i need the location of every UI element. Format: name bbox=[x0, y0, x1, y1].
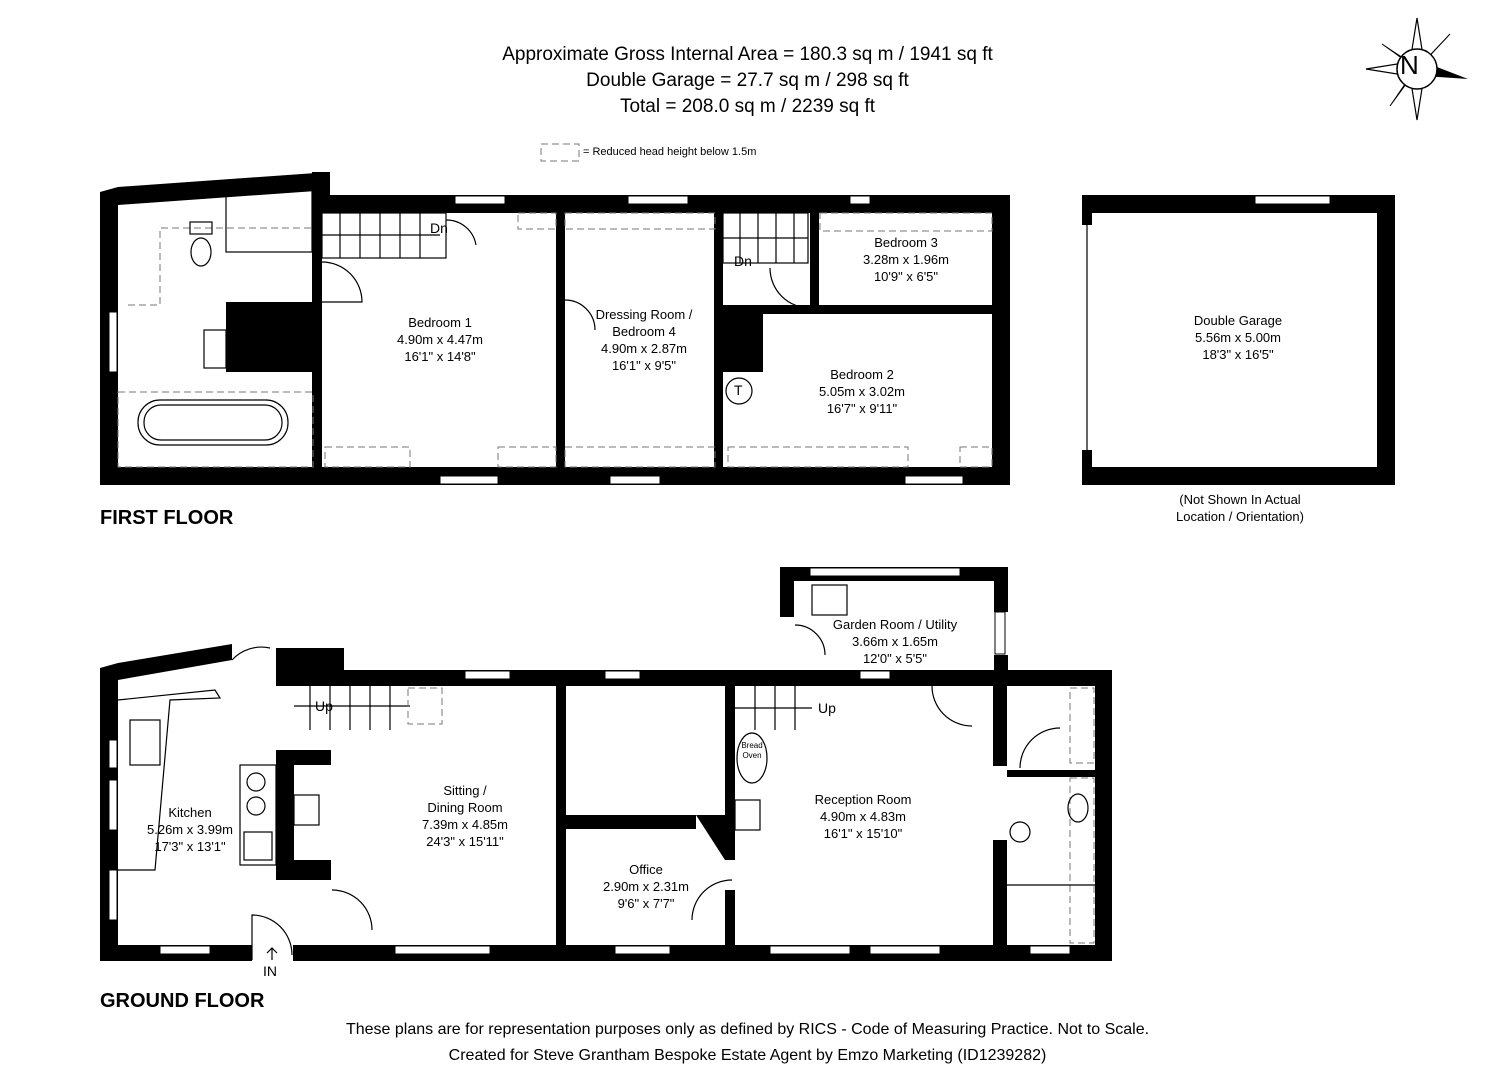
room-metric: 2.90m x 2.31m bbox=[603, 879, 689, 894]
utility-sink-icon bbox=[811, 584, 848, 616]
room-imperial: 18'3" x 16'5" bbox=[1202, 347, 1274, 362]
room-imperial: 9'6" x 7'7" bbox=[617, 896, 675, 911]
room-kitchen: Kitchen 5.26m x 3.99m 17'3" x 13'1" bbox=[120, 804, 260, 855]
first-floor-reduced-height bbox=[117, 212, 993, 468]
room-metric: 4.90m x 4.47m bbox=[397, 332, 483, 347]
first-floor-walls bbox=[100, 172, 1010, 485]
room-metric: 7.39m x 4.85m bbox=[422, 817, 508, 832]
garage-note-line2: Location / Orientation) bbox=[1176, 509, 1304, 524]
room-garage: Double Garage 5.56m x 5.00m 18'3" x 16'5… bbox=[1168, 312, 1308, 363]
room-office: Office 2.90m x 2.31m 9'6" x 7'7" bbox=[576, 861, 716, 912]
room-name: Kitchen bbox=[168, 805, 212, 820]
room-name-2: Dining Room bbox=[427, 800, 503, 815]
room-name: Office bbox=[629, 862, 663, 877]
shower-room-fittings bbox=[1007, 687, 1095, 944]
room-name: Sitting / bbox=[443, 783, 487, 798]
basin-icon bbox=[203, 329, 227, 369]
room-sitting: Sitting / Dining Room 7.39m x 4.85m 24'3… bbox=[395, 782, 535, 850]
hob-ring-icon bbox=[246, 796, 266, 816]
garage-area-text: Double Garage = 27.7 sq m / 298 sq ft bbox=[586, 70, 909, 91]
north-arrow-icon bbox=[1365, 17, 1468, 121]
basin-icon bbox=[1009, 821, 1031, 843]
room-imperial: 12'0" x 5'5" bbox=[862, 651, 928, 666]
room-imperial: 16'1" x 15'10" bbox=[823, 826, 903, 841]
room-bedroom3: Bedroom 3 3.28m x 1.96m 10'9" x 6'5" bbox=[836, 234, 976, 285]
total-area-text: Total = 208.0 sq m / 2239 sq ft bbox=[619, 96, 876, 117]
stairs-ground-left bbox=[294, 686, 443, 730]
room-bedroom1: Bedroom 1 4.90m x 4.47m 16'1" x 14'8" bbox=[370, 314, 510, 365]
kitchen-units bbox=[117, 584, 848, 871]
room-imperial: 24'3" x 15'11" bbox=[426, 834, 504, 849]
stairs-up-label-2: Up bbox=[818, 700, 836, 716]
garage-note: (Not Shown In Actual Location / Orientat… bbox=[1150, 491, 1330, 525]
room-metric: 5.05m x 3.02m bbox=[819, 384, 905, 399]
room-name: Dressing Room / bbox=[595, 307, 693, 322]
room-name-2: Bedroom 4 bbox=[612, 324, 676, 339]
room-reception: Reception Room 4.90m x 4.83m 16'1" x 15'… bbox=[793, 791, 933, 842]
disclaimer-text: These plans are for representation purpo… bbox=[345, 1021, 1150, 1038]
ground-floor-windows bbox=[108, 567, 1071, 955]
room-imperial: 17'3" x 13'1" bbox=[154, 839, 226, 854]
ground-floor-label: GROUND FLOOR bbox=[100, 990, 265, 1012]
room-imperial: 10'9" x 6'5" bbox=[873, 269, 939, 284]
fireplace-icon bbox=[734, 799, 761, 831]
room-imperial: 16'1" x 9'5" bbox=[611, 358, 677, 373]
legend-text: = Reduced head height below 1.5m bbox=[583, 146, 757, 158]
ground-floor-doors bbox=[231, 624, 1061, 960]
entrance-arrow-icon bbox=[266, 947, 278, 960]
cooker-icon bbox=[243, 831, 273, 861]
bath-icon bbox=[137, 399, 289, 446]
bread-oven-icon bbox=[736, 732, 768, 784]
room-name: Reception Room bbox=[814, 792, 912, 807]
room-metric: 3.28m x 1.96m bbox=[863, 252, 949, 267]
room-name: Bedroom 3 bbox=[874, 235, 938, 250]
room-dressing: Dressing Room / Bedroom 4 4.90m x 2.87m … bbox=[574, 306, 714, 374]
toilet-icon bbox=[189, 221, 213, 267]
first-floor-doors bbox=[321, 219, 811, 331]
garage-note-line1: (Not Shown In Actual bbox=[1179, 492, 1301, 507]
stairs-up-label: Up bbox=[315, 698, 333, 714]
room-metric: 5.26m x 3.99m bbox=[147, 822, 233, 837]
gross-area-text: Approximate Gross Internal Area = 180.3 … bbox=[502, 44, 993, 65]
stairs-down-label-2: Dn bbox=[734, 253, 752, 269]
room-metric: 4.90m x 2.87m bbox=[601, 341, 687, 356]
stairs-first-floor-left bbox=[322, 213, 440, 258]
room-garden: Garden Room / Utility 3.66m x 1.65m 12'0… bbox=[810, 616, 980, 667]
stairs-down-label: Dn bbox=[430, 220, 448, 236]
entrance-label: IN bbox=[263, 963, 277, 979]
garage-walls bbox=[1082, 195, 1395, 485]
compass-label: N bbox=[1400, 50, 1419, 80]
stairs-first-floor-right bbox=[723, 213, 808, 263]
room-metric: 5.56m x 5.00m bbox=[1195, 330, 1281, 345]
room-name: Garden Room / Utility bbox=[832, 617, 958, 632]
tank-icon bbox=[725, 377, 753, 405]
hob-ring-icon bbox=[246, 772, 266, 792]
tank-label: T bbox=[734, 382, 743, 398]
first-floor-label: FIRST FLOOR bbox=[100, 507, 234, 529]
room-name: Double Garage bbox=[1193, 313, 1283, 328]
sink-icon bbox=[129, 719, 161, 766]
room-imperial: 16'1" x 14'8" bbox=[404, 349, 476, 364]
room-metric: 3.66m x 1.65m bbox=[852, 634, 938, 649]
room-name: Bedroom 2 bbox=[830, 367, 894, 382]
toilet-icon bbox=[1067, 793, 1089, 823]
room-imperial: 16'7" x 9'11" bbox=[826, 401, 898, 416]
room-name: Bedroom 1 bbox=[408, 315, 472, 330]
room-metric: 4.90m x 4.83m bbox=[820, 809, 906, 824]
bread-oven-label: Bread Oven bbox=[741, 741, 763, 760]
reduced-head-height-swatch bbox=[540, 143, 580, 162]
first-floor-windows bbox=[108, 195, 964, 485]
room-bedroom2: Bedroom 2 5.05m x 3.02m 16'7" x 9'11" bbox=[792, 366, 932, 417]
credit-text: Created for Steve Grantham Bespoke Estat… bbox=[448, 1047, 1047, 1064]
fireplace-icon bbox=[293, 794, 320, 826]
stairs-ground-right bbox=[735, 686, 812, 730]
